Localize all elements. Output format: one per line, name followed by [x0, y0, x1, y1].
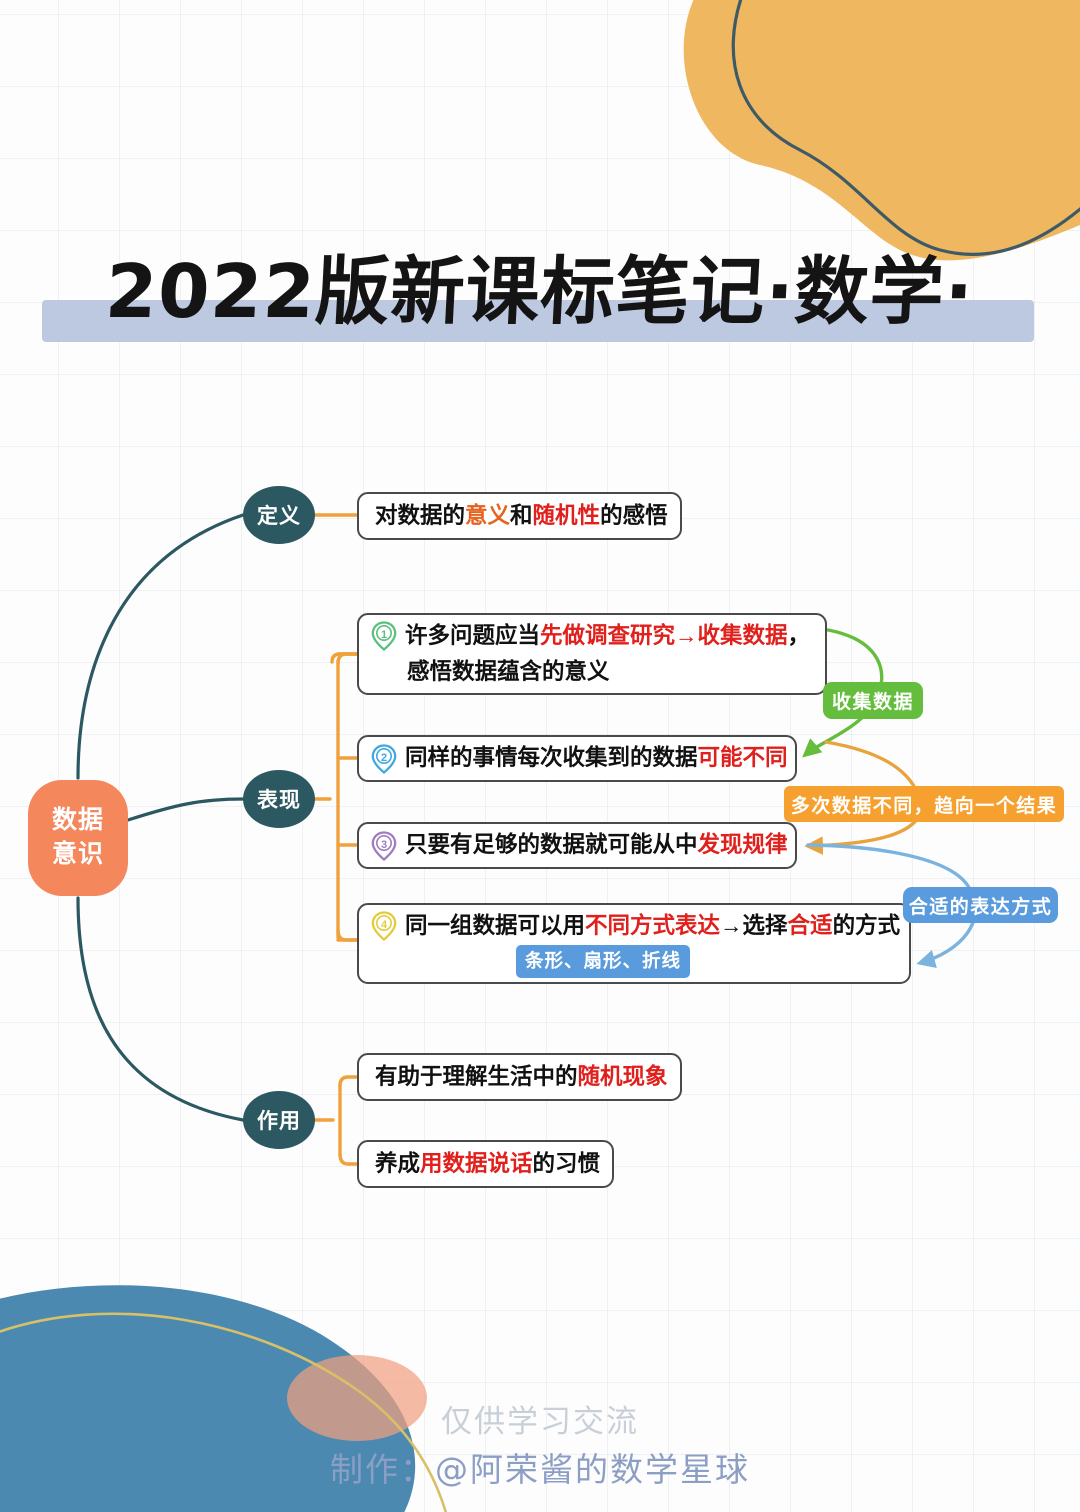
- annotation-tag-suitable-expression[interactable]: 合适的表达方式: [903, 887, 1058, 923]
- footer-disclaimer: 仅供学习交流: [441, 1404, 639, 1440]
- annotation-tag-collect-data[interactable]: 收集数据: [823, 682, 923, 719]
- expression-card-1-line2: 感悟数据蕴含的意义: [407, 658, 610, 684]
- teal-wave-line: [731, 0, 1080, 256]
- pin-1-icon: 1: [371, 621, 397, 652]
- connector-role-item1: [338, 1075, 359, 1088]
- pin-3-icon: 3: [371, 830, 397, 861]
- annotation-tag-multiple-data[interactable]: 多次数据不同，趋向一个结果: [784, 786, 1064, 822]
- expression-card-4-badge: 条形、扇形、折线: [516, 944, 691, 979]
- role-card-1[interactable]: 有助于理解生活中的随机现象: [357, 1053, 682, 1101]
- page-title: 2022版新课标笔记·数学·: [103, 249, 977, 335]
- branch-node-expression[interactable]: 表现: [243, 770, 315, 828]
- footer-credit: 制作：@阿荣酱的数学星球: [330, 1450, 750, 1489]
- connector-root-to-definition: [76, 513, 245, 780]
- expression-card-4[interactable]: 4 同一组数据可以用不同方式表达→选择合适的方式 条形、扇形、折线: [357, 903, 911, 984]
- expression-card-2-text: 同样的事情每次收集到的数据可能不同: [405, 745, 788, 771]
- pin-2-icon: 2: [371, 743, 397, 774]
- amber-blob-decoration: [683, 0, 1080, 261]
- connector-expression-bottom-corner: [336, 928, 359, 942]
- branch-node-definition[interactable]: 定义: [243, 486, 315, 544]
- role-card-1-text: 有助于理解生活中的随机现象: [375, 1063, 668, 1089]
- svg-text:2: 2: [381, 752, 387, 764]
- connector-expression-top-corner: [336, 652, 359, 666]
- branch-node-role[interactable]: 作用: [243, 1091, 315, 1149]
- expression-card-1-line1: 许多问题应当先做调查研究→收集数据，: [405, 622, 811, 648]
- branch-label-expression: 表现: [257, 789, 301, 812]
- root-node-label-line1: 数据: [51, 806, 104, 835]
- expression-card-1[interactable]: 1 许多问题应当先做调查研究→收集数据， 感悟数据蕴含的意义: [357, 613, 827, 695]
- pin-4-icon: 4: [371, 911, 397, 942]
- expression-card-2[interactable]: 2 同样的事情每次收集到的数据可能不同: [357, 735, 797, 782]
- svg-text:3: 3: [381, 839, 387, 851]
- definition-card-text: 对数据的意义和随机性的感悟: [375, 502, 668, 528]
- svg-text:4: 4: [381, 919, 388, 931]
- role-card-2[interactable]: 养成用数据说话的习惯: [357, 1140, 614, 1188]
- connector-role-item2: [338, 1152, 359, 1166]
- title-highlight-band: [42, 300, 1034, 342]
- connector-root-to-role: [76, 896, 245, 1122]
- role-card-2-text: 养成用数据说话的习惯: [375, 1150, 601, 1176]
- expression-card-4-text: 同一组数据可以用不同方式表达→选择合适的方式: [405, 912, 901, 938]
- expression-card-3-text: 只要有足够的数据就可能从中发现规律: [405, 832, 788, 858]
- definition-card[interactable]: 对数据的意义和随机性的感悟: [357, 492, 682, 540]
- annotation-tag-collect-data-label: 收集数据: [831, 692, 914, 713]
- connector-root-to-expression: [126, 797, 245, 822]
- root-node[interactable]: 数据 意识: [28, 780, 128, 896]
- annotation-tag-multiple-data-label: 多次数据不同，趋向一个结果: [790, 795, 1058, 817]
- annotation-tag-suitable-expression-label: 合适的表达方式: [908, 896, 1053, 918]
- branch-label-definition: 定义: [257, 505, 301, 528]
- root-node-label-line2: 意识: [51, 840, 104, 868]
- svg-text:1: 1: [381, 629, 387, 641]
- branch-label-role: 作用: [257, 1110, 301, 1133]
- connector-expression-item1: [330, 652, 359, 664]
- expression-card-3[interactable]: 3 只要有足够的数据就可能从中发现规律: [357, 822, 797, 869]
- page-title-area: 2022版新课标笔记·数学·: [0, 232, 1080, 352]
